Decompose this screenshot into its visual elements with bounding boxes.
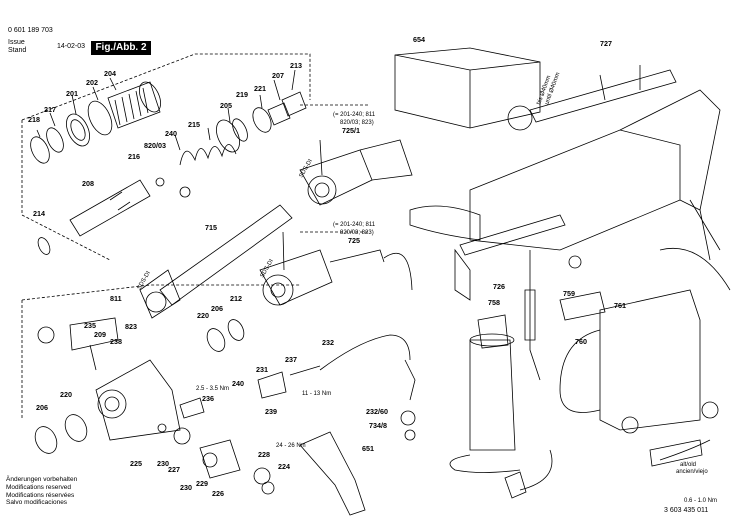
part-734-8: 734/8 xyxy=(369,421,387,430)
part-232: 232 xyxy=(322,338,334,347)
range-note-725b: 820/03; 823) xyxy=(340,230,374,236)
doc-number: 0 601 189 703 xyxy=(8,27,53,34)
part-811: 811 xyxy=(110,294,122,303)
part-226: 226 xyxy=(212,489,224,498)
footer-line-4: Salvo modificaciones xyxy=(6,499,68,507)
part-204: 204 xyxy=(104,69,116,78)
part-761: 761 xyxy=(614,301,626,310)
part-759: 759 xyxy=(563,289,575,298)
ancien-viejo-label: ancien/viejo xyxy=(676,469,708,475)
part-235: 235 xyxy=(84,321,96,330)
part-225: 225 xyxy=(130,459,142,468)
range-note-725a: (= 201-240; 811 xyxy=(333,222,376,228)
sds-label-2: SDS-DI xyxy=(137,270,153,291)
part-215: 215 xyxy=(188,120,200,129)
part-758: 758 xyxy=(488,298,500,307)
part-212: 212 xyxy=(230,294,242,303)
part-205: 205 xyxy=(220,101,232,110)
part-230a: 230 xyxy=(157,459,169,468)
document-id: 3 603 435 011 xyxy=(664,507,709,514)
part-237: 237 xyxy=(285,355,297,364)
sds-label-3: SDS-DI xyxy=(260,258,276,279)
part-760: 760 xyxy=(575,337,587,346)
footer-line-2: Modifications reserved xyxy=(6,483,72,491)
part-239: 239 xyxy=(265,407,277,416)
part-240: 240 xyxy=(165,129,177,138)
part-220-top: 220 xyxy=(197,311,209,320)
part-240-small: 240 xyxy=(232,379,244,388)
part-823: 823 xyxy=(125,322,137,331)
part-232-60: 232/60 xyxy=(366,407,388,416)
footer-line-3: Modifications réservées xyxy=(6,491,75,499)
part-230b: 230 xyxy=(180,483,192,492)
torque-ground: 0.6 - 1.0 Nm xyxy=(684,498,717,504)
part-726: 726 xyxy=(493,282,505,291)
part-654: 654 xyxy=(413,35,425,44)
torque-236: 2.5 - 3.5 Nm xyxy=(196,386,229,392)
part-227: 227 xyxy=(168,465,180,474)
part-207: 207 xyxy=(272,71,284,80)
range-note-725-1b: 820/03; 823) xyxy=(340,120,374,126)
alt-old-label: alt/old xyxy=(680,462,696,468)
part-219: 219 xyxy=(236,90,248,99)
sds-label-1: SDS-DI xyxy=(299,158,315,179)
stand-label: Stand xyxy=(8,47,27,54)
part-224: 224 xyxy=(278,462,290,471)
issue-label: Issue xyxy=(8,39,25,46)
part-238: 238 xyxy=(110,337,122,346)
part-209: 209 xyxy=(94,330,106,339)
part-725-1: 725/1 xyxy=(342,126,360,135)
part-231: 231 xyxy=(256,365,268,374)
part-727: 727 xyxy=(600,39,612,48)
torque-228: 24 - 26 Nm xyxy=(276,443,306,449)
part-208: 208 xyxy=(82,179,94,188)
torque-237: 11 - 13 Nm xyxy=(302,391,331,397)
part-229: 229 xyxy=(196,479,208,488)
range-note-725-1a: (= 201-240; 811 xyxy=(333,112,376,118)
part-236: 236 xyxy=(202,394,214,403)
part-651: 651 xyxy=(362,444,374,453)
part-221: 221 xyxy=(254,84,266,93)
part-220-bottom: 220 xyxy=(60,390,72,399)
part-202: 202 xyxy=(86,78,98,87)
part-201: 201 xyxy=(66,89,78,98)
part-206-top: 206 xyxy=(211,304,223,313)
part-820-03: 820/03 xyxy=(144,141,166,150)
footer-notes: Änderungen vorbehalten Modifications res… xyxy=(6,476,77,507)
part-216: 216 xyxy=(128,152,140,161)
figure-label: Fig./Abb. 2 xyxy=(91,41,151,55)
footer-line-1: Änderungen vorbehalten xyxy=(6,476,78,483)
part-206-bottom: 206 xyxy=(36,403,48,412)
part-228: 228 xyxy=(258,450,270,459)
part-213: 213 xyxy=(290,61,302,70)
part-214: 214 xyxy=(33,209,45,218)
part-715: 715 xyxy=(205,223,217,232)
issue-date: 14-02-03 xyxy=(57,43,86,50)
part-725: 725 xyxy=(348,236,360,245)
part-217: 217 xyxy=(44,105,56,114)
part-218: 218 xyxy=(28,115,40,124)
